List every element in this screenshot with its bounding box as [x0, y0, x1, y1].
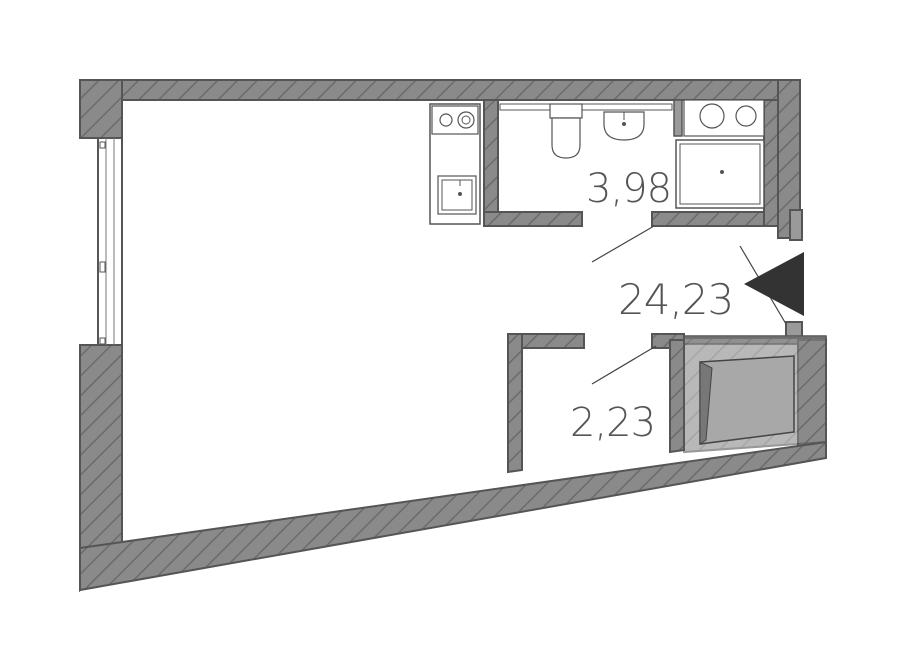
bottom-wall	[79, 440, 827, 592]
bathroom-walls	[483, 99, 779, 227]
bathroom-leader	[591, 225, 655, 263]
washbasin-icon	[603, 111, 645, 141]
bathroom-area-label: 3,98	[586, 166, 671, 212]
shower-tray-icon	[675, 139, 765, 209]
kitchen-sink-icon	[437, 175, 477, 215]
storage-leader	[591, 345, 657, 385]
toilet-icon	[549, 103, 583, 159]
window-icon	[97, 137, 123, 346]
hob-icon	[683, 99, 765, 137]
storage-area-label: 2,23	[570, 400, 655, 446]
main-room-area-label: 24,23	[618, 275, 733, 324]
left-wall-upper	[79, 79, 123, 139]
door-jamb-top	[789, 209, 803, 241]
utility-shaft	[699, 355, 795, 445]
bathroom	[499, 99, 765, 209]
kitchen	[429, 103, 481, 225]
entrance-arrow-icon	[744, 252, 804, 316]
stove-icon	[431, 105, 479, 135]
